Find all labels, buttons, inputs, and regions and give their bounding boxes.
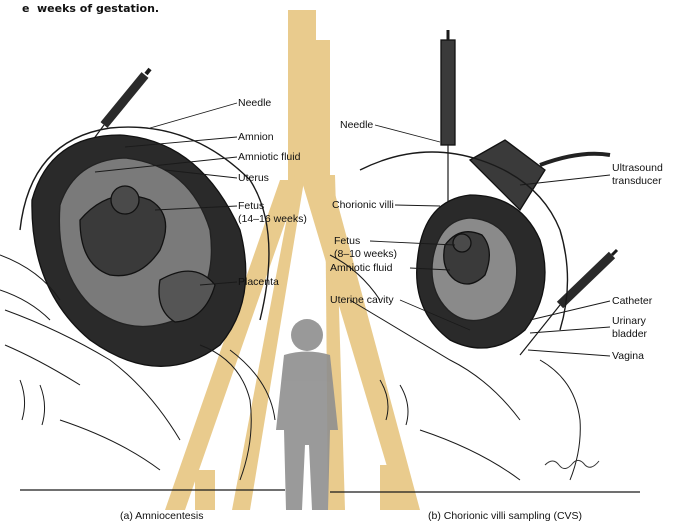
artist-signature xyxy=(545,460,599,468)
caption-amniocentesis: (a) Amniocentesis xyxy=(120,510,203,522)
caption-cvs: (b) Chorionic villi sampling (CVS) xyxy=(428,510,582,522)
label-transducer: transducer xyxy=(612,175,662,187)
label-amniotic-fluid-a: Amniotic fluid xyxy=(238,151,300,163)
label-urinary: Urinary xyxy=(612,315,646,327)
label-chorionic-villi: Chorionic villi xyxy=(332,199,394,211)
label-uterine-cavity: Uterine cavity xyxy=(330,294,394,306)
label-fetus-age-b: (8–10 weeks) xyxy=(334,248,397,260)
label-bladder: bladder xyxy=(612,328,647,340)
label-uterus: Uterus xyxy=(238,172,269,184)
header-bullet-mark: e xyxy=(22,2,29,15)
label-vagina: Vagina xyxy=(612,350,644,362)
label-catheter: Catheter xyxy=(612,295,652,307)
label-needle-b: Needle xyxy=(340,119,373,131)
label-fetus-b: Fetus xyxy=(334,235,360,247)
label-amnion: Amnion xyxy=(238,131,274,143)
header-text: weeks of gestation. xyxy=(37,2,159,15)
label-needle-a: Needle xyxy=(238,97,271,109)
needle-syringe-b xyxy=(441,30,455,210)
label-ultrasound: Ultrasound xyxy=(612,162,663,174)
label-fetus-a: Fetus xyxy=(238,200,264,212)
label-amniotic-fluid-b: Amniotic fluid xyxy=(330,262,392,274)
label-placenta: Placenta xyxy=(238,276,279,288)
label-fetus-age-a: (14–16 weeks) xyxy=(238,213,307,225)
